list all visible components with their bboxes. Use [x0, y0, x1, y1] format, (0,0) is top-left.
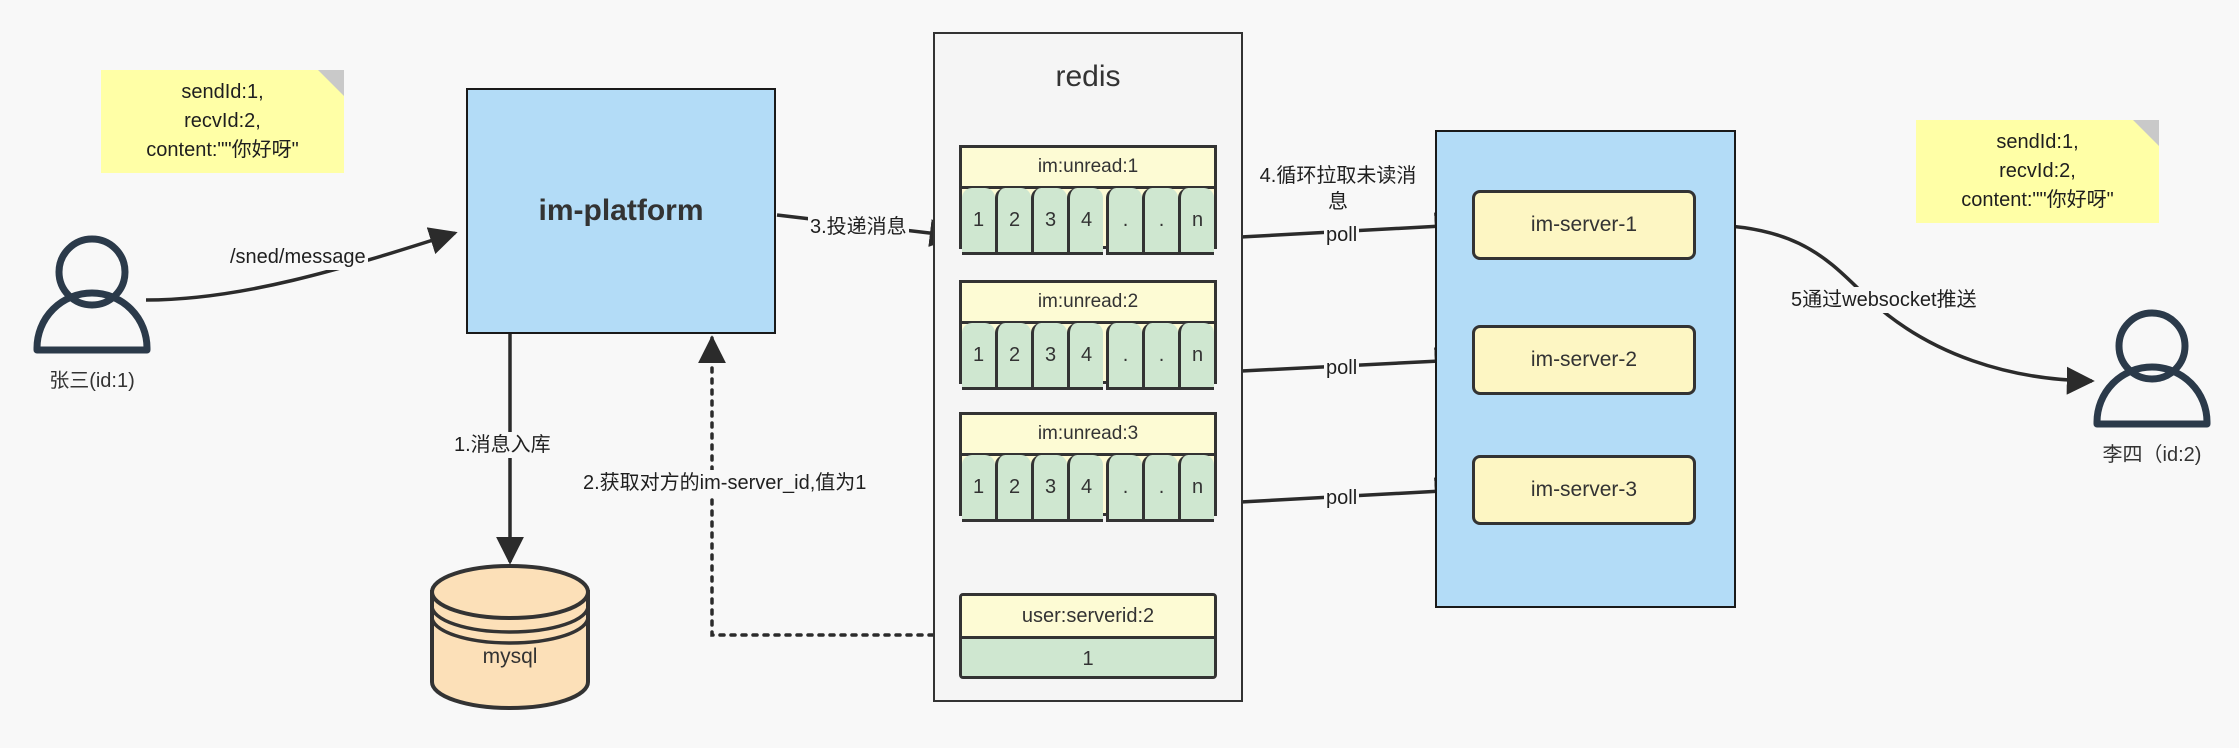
edge-label-step1: 1.消息入库 [452, 432, 553, 458]
redis-structure-user-serverid[interactable]: user:serverid:2 1 [959, 593, 1217, 679]
redis-cell: 4 [1067, 323, 1103, 390]
edge-label-step5: 5通过websocket推送 [1789, 287, 1979, 313]
im-server-1-box[interactable]: im-server-1 [1472, 190, 1696, 260]
im-platform-box[interactable]: im-platform [466, 88, 776, 334]
redis-cell: 3 [1031, 188, 1067, 255]
redis-cell: . [1106, 323, 1142, 390]
edge-label-step3: 3.投递消息 [808, 214, 909, 240]
im-server-3-box[interactable]: im-server-3 [1472, 455, 1696, 525]
edge-label-poll-1: poll [1324, 222, 1360, 248]
redis-cell: . [1142, 188, 1178, 255]
redis-cell: 4 [1067, 188, 1103, 255]
redis-kv-key: user:serverid:2 [962, 596, 1214, 639]
redis-cell: . [1142, 323, 1178, 390]
redis-cell: 2 [995, 188, 1031, 255]
im-server-2-label: im-server-2 [1530, 348, 1638, 371]
edge-sender-to-platform [145, 227, 458, 302]
note-fold-icon [318, 70, 344, 96]
redis-cell-row: 1 2 3 4 . . n [962, 188, 1214, 255]
redis-key-label: im:unread:3 [962, 415, 1214, 456]
redis-key-label: im:unread:2 [962, 283, 1214, 324]
redis-cell: 1 [962, 188, 995, 255]
redis-cell: . [1142, 455, 1178, 522]
redis-cell: 1 [962, 323, 995, 390]
redis-cell: 1 [962, 455, 995, 522]
note-right: sendId:1, recvId:2, content:""你好呀" [1916, 120, 2159, 223]
im-server-2-box[interactable]: im-server-2 [1472, 325, 1696, 395]
redis-cell: 2 [995, 455, 1031, 522]
edge-label-step2: 2.获取对方的im-server_id,值为1 [581, 470, 869, 496]
redis-cell: n [1178, 188, 1214, 255]
redis-cell: 3 [1031, 323, 1067, 390]
redis-cell: . [1106, 455, 1142, 522]
note-right-text: sendId:1, recvId:2, content:""你好呀" [1961, 131, 2114, 211]
redis-structure-im-unread-3[interactable]: im:unread:3 1 2 3 4 . . n [959, 412, 1217, 522]
edge-label-step4: 4.循环拉取未读消 息 [1256, 163, 1420, 215]
im-server-1-label: im-server-1 [1530, 213, 1638, 236]
redis-cell: n [1178, 323, 1214, 390]
im-platform-label: im-platform [538, 194, 704, 227]
redis-cell: . [1106, 188, 1142, 255]
note-fold-icon [2133, 120, 2159, 146]
redis-cell-row: 1 2 3 4 . . n [962, 323, 1214, 390]
edge-label-poll-3: poll [1324, 485, 1360, 511]
actor-receiver-caption: 李四（id:2) [2102, 444, 2202, 466]
redis-cell: 2 [995, 323, 1031, 390]
redis-key-label: im:unread:1 [962, 148, 1214, 189]
note-left-text: sendId:1, recvId:2, content:""你好呀" [146, 81, 299, 161]
redis-cell-row: 1 2 3 4 . . n [962, 455, 1214, 522]
redis-structure-im-unread-1[interactable]: im:unread:1 1 2 3 4 . . n [959, 145, 1217, 255]
note-left: sendId:1, recvId:2, content:""你好呀" [101, 70, 344, 173]
im-server-3-label: im-server-3 [1530, 478, 1638, 501]
redis-structure-im-unread-2[interactable]: im:unread:2 1 2 3 4 . . n [959, 280, 1217, 390]
redis-cell: 3 [1031, 455, 1067, 522]
actor-sender-caption: 张三(id:1) [49, 370, 135, 392]
redis-kv-value: 1 [962, 639, 1214, 676]
redis-cell: n [1178, 455, 1214, 522]
edge-redis-to-platform-dotted [698, 335, 957, 637]
redis-title: redis [1055, 60, 1121, 93]
edge-label-poll-2: poll [1324, 355, 1360, 381]
edge-label-send-message: /sned/message [228, 244, 368, 270]
redis-cell: 4 [1067, 455, 1103, 522]
